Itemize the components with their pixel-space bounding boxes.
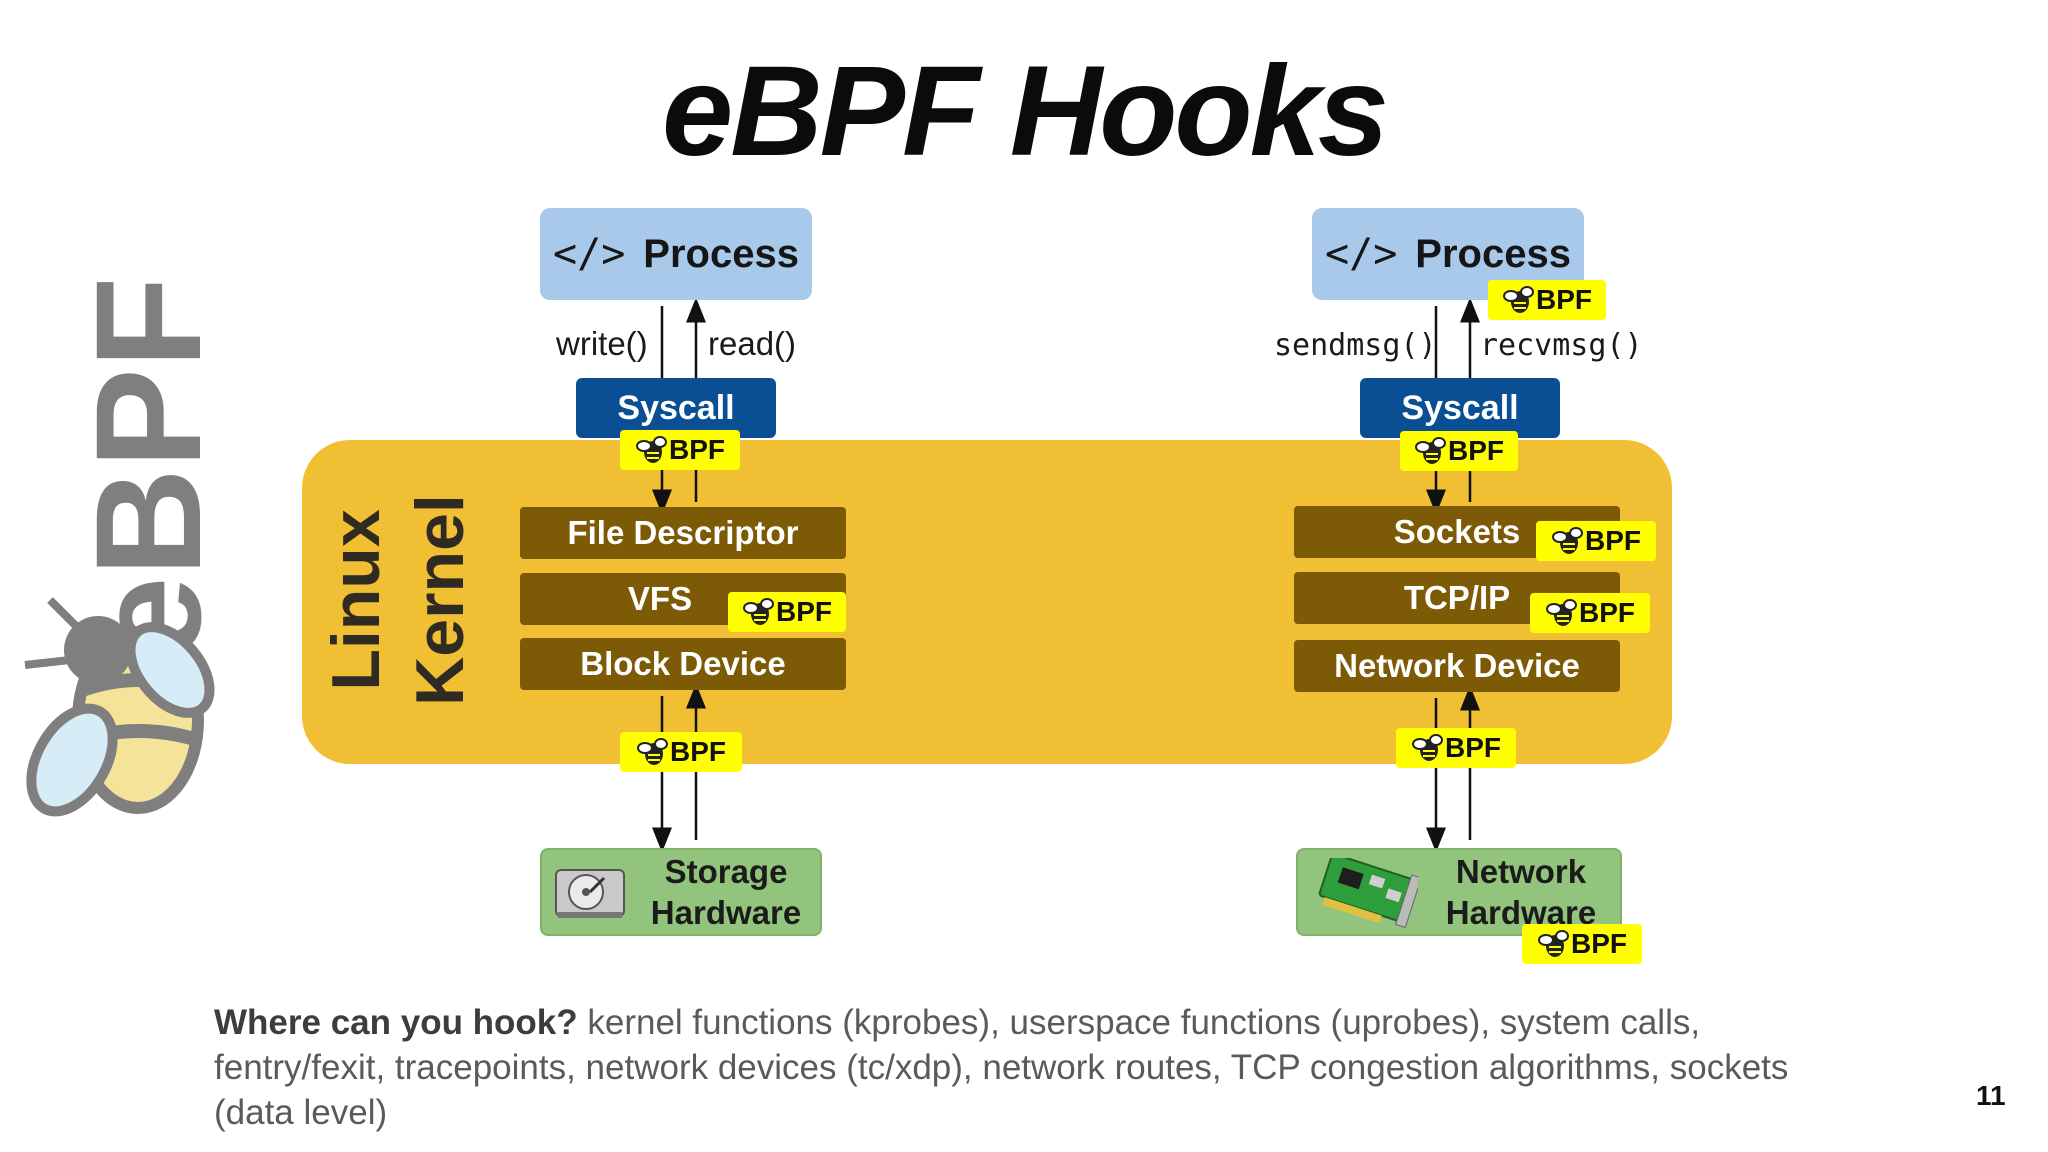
page-title: eBPF Hooks [662, 40, 1389, 183]
bpf-badge-uprobe: BPF [1488, 280, 1606, 320]
bpf-label: BPF [1579, 597, 1635, 628]
layer-network-device: Network Device [1294, 640, 1620, 692]
bee-icon [1552, 527, 1583, 554]
syscall-box-right: Syscall [1360, 378, 1560, 438]
syscall-recvmsg-label: recvmsg() [1480, 328, 1643, 363]
layer-label: VFS [627, 580, 693, 617]
bpf-label: BPF [1448, 435, 1504, 466]
code-icon: </> [553, 231, 626, 277]
layer-label: TCP/IP [1403, 579, 1511, 616]
bpf-badge-sockets: BPF [1536, 521, 1656, 561]
ebpf-logo: eBPF [20, 240, 232, 830]
bee-icon [743, 598, 774, 625]
footer-lead: Where can you hook? [214, 1003, 578, 1042]
bpf-badge-syscall-right: BPF [1400, 431, 1518, 471]
footer-text: Where can you hook? kernel functions (kp… [214, 1000, 1874, 1135]
logo-text: eBPF [64, 277, 220, 660]
bpf-label: BPF [670, 736, 726, 767]
bee-icon [1415, 437, 1446, 464]
process-label: Process [643, 231, 799, 276]
code-icon: </> [1325, 231, 1398, 277]
storage-hardware-box: Storage Hardware [540, 848, 822, 936]
process-box-left: </> Process [540, 208, 812, 300]
bpf-badge-vfs: BPF [728, 592, 846, 632]
layer-block-device: Block Device [520, 638, 846, 690]
bpf-badge-block-device: BPF [620, 732, 742, 772]
syscall-box-left: Syscall [576, 378, 776, 438]
bpf-label: BPF [1571, 928, 1627, 959]
network-card-icon [1318, 858, 1418, 928]
bpf-label: BPF [1445, 732, 1501, 763]
bee-icon [1412, 734, 1443, 761]
syscall-read-label: read() [708, 325, 797, 362]
bee-icon [1503, 286, 1534, 313]
bpf-badge-xdp: BPF [1522, 924, 1642, 964]
bee-icon [636, 436, 667, 463]
footer-body: kernel functions (kprobes), userspace fu… [214, 1003, 1789, 1132]
syscall-sendmsg-label: sendmsg() [1274, 328, 1437, 363]
bee-icon [24, 597, 215, 817]
bpf-label: BPF [776, 596, 832, 627]
page-number: 11 [1976, 1080, 2006, 1111]
bpf-label: BPF [1585, 525, 1641, 556]
hard-drive-icon [555, 869, 625, 918]
layer-label: Sockets [1393, 513, 1521, 550]
bpf-label: BPF [669, 434, 725, 465]
syscall-write-label: write() [556, 325, 648, 362]
storage-line2: Hardware [650, 894, 802, 931]
bpf-label: BPF [1536, 284, 1592, 315]
storage-line1: Storage [664, 853, 788, 890]
kernel-label-kernel: Kernel [402, 494, 478, 706]
bpf-badge-tcp-ip: BPF [1530, 593, 1650, 633]
bee-icon [1546, 599, 1577, 626]
bee-icon [1538, 930, 1569, 957]
bpf-badge-network-device: BPF [1396, 728, 1516, 768]
layer-file-descriptor: File Descriptor [520, 507, 846, 559]
process-label: Process [1415, 231, 1571, 276]
kernel-label-linux: Linux [318, 509, 394, 691]
bee-icon [637, 738, 668, 765]
bpf-badge-syscall-left: BPF [620, 430, 740, 470]
network-line1: Network [1455, 853, 1587, 890]
network-hardware-box: Network Hardware [1296, 848, 1622, 936]
